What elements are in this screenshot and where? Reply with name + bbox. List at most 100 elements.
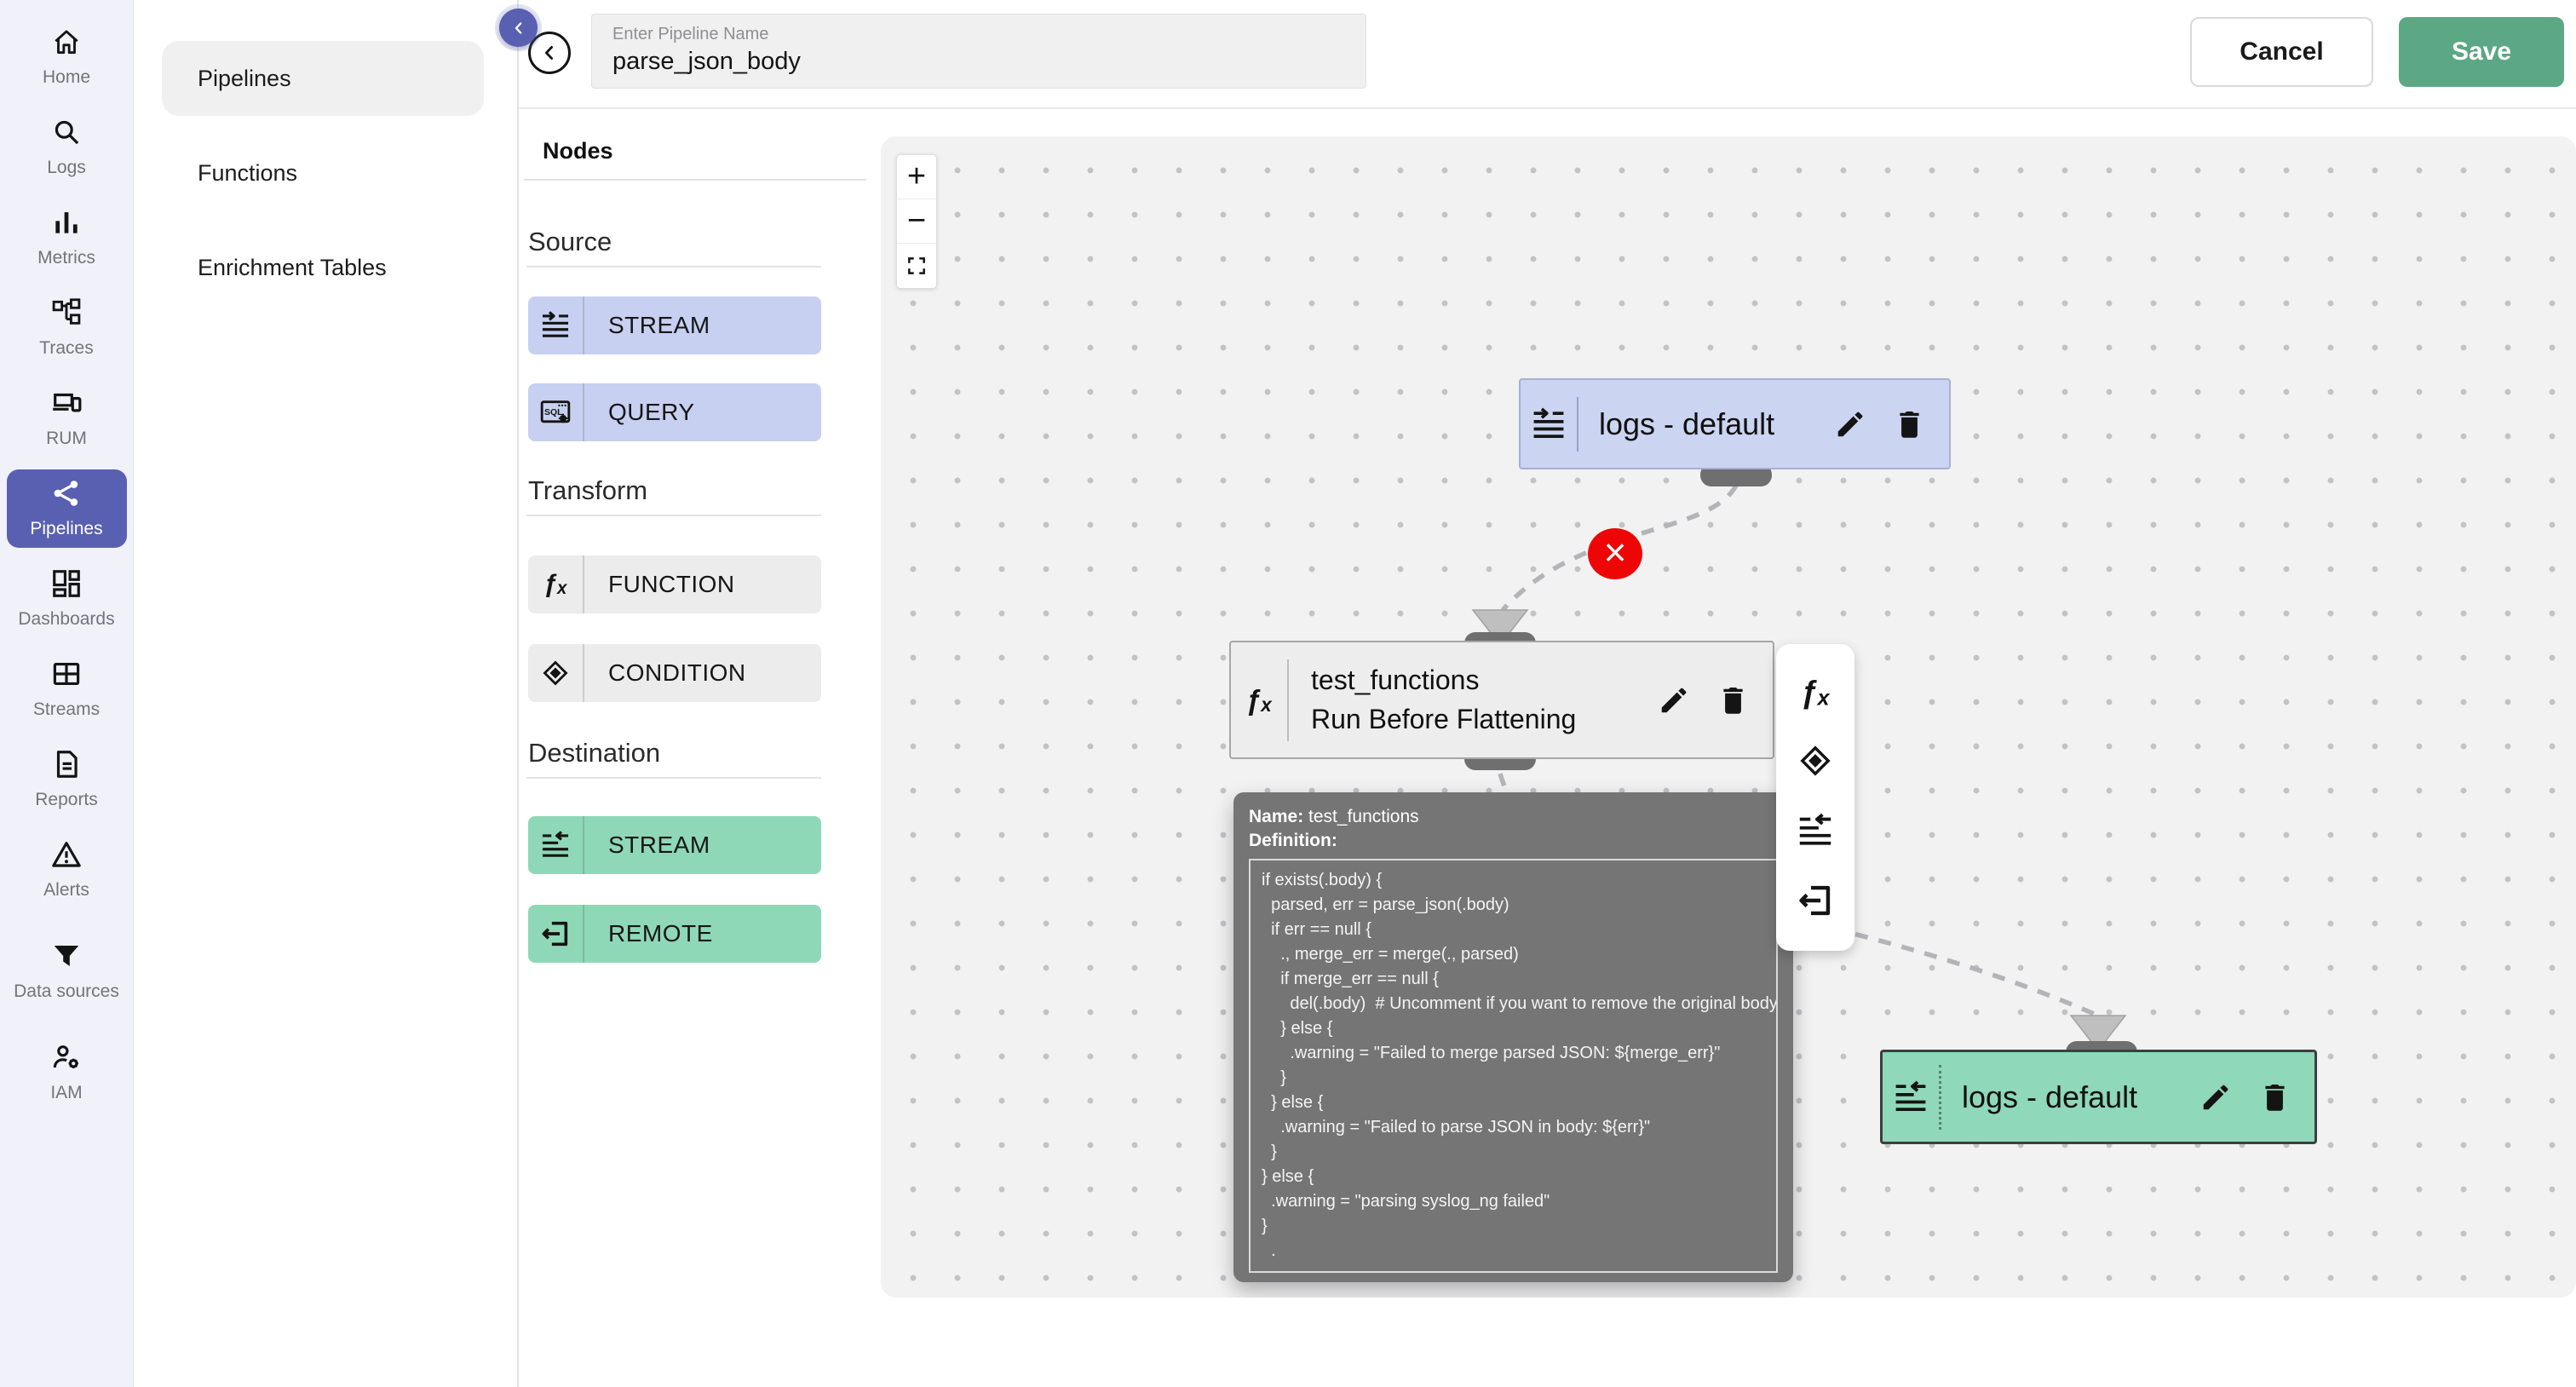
delete-trash-icon[interactable] xyxy=(1892,406,1927,441)
user-gear-icon xyxy=(50,1041,83,1073)
function-node[interactable]: ƒₓ test_functions Run Before Flattening xyxy=(1229,641,1774,759)
pipeline-canvas[interactable]: logs - default ƒₓ test_functions Run Bef… xyxy=(881,136,2576,1298)
warning-icon xyxy=(50,838,83,871)
zoom-in-button[interactable]: + xyxy=(897,155,936,199)
source-stream-node[interactable]: logs - default xyxy=(1519,378,1951,469)
fit-view-button[interactable] xyxy=(897,244,936,288)
add-condition-icon[interactable] xyxy=(1796,741,1835,780)
divider xyxy=(526,266,821,268)
chevron-left-icon xyxy=(539,43,560,63)
sidebar-item-label: Home xyxy=(42,66,91,87)
palette-stream-source-button[interactable]: STREAM xyxy=(528,296,821,354)
palette-function-button[interactable]: ƒₓ FUNCTION xyxy=(528,555,821,613)
palette-query-button[interactable]: QUERY xyxy=(528,383,821,441)
stream-in-icon xyxy=(539,829,572,861)
fit-view-icon xyxy=(906,255,928,277)
edge-arrowhead xyxy=(2069,1015,2127,1052)
zoom-out-button[interactable]: − xyxy=(897,199,936,244)
stream-out-icon xyxy=(539,309,572,342)
sidebar-item-home[interactable]: Home xyxy=(0,12,134,102)
sidebar-item-streams[interactable]: Streams xyxy=(0,644,134,734)
pipeline-name-input[interactable] xyxy=(612,48,1345,76)
sidebar-item-data-sources[interactable]: Data sources xyxy=(0,915,134,1027)
divider xyxy=(583,816,584,874)
stream-in-icon xyxy=(1892,1079,1929,1116)
canvas-zoom-controls: + − xyxy=(896,154,937,289)
dashboard-icon xyxy=(50,567,83,600)
destination-stream-node[interactable]: logs - default xyxy=(1880,1050,2317,1144)
stream-out-icon xyxy=(1530,406,1567,443)
cancel-button[interactable]: Cancel xyxy=(2190,17,2373,87)
divider xyxy=(526,777,821,779)
share-icon xyxy=(50,477,83,509)
bar-chart-icon xyxy=(50,206,83,239)
node-title: test_functions xyxy=(1311,665,1480,696)
delete-edge-button[interactable]: × xyxy=(1588,528,1642,579)
sidebar-item-label: RUM xyxy=(46,428,87,448)
sidebar-item-logs[interactable]: Logs xyxy=(0,102,134,193)
node-quick-add-toolbar: ƒₓ xyxy=(1776,644,1854,951)
edit-pencil-icon[interactable] xyxy=(2199,1081,2232,1114)
divider xyxy=(524,179,866,181)
pipelines-subnav: Pipelines Functions Enrichment Tables xyxy=(134,0,519,1387)
report-icon xyxy=(50,748,83,780)
home-icon xyxy=(50,26,83,58)
grid-icon xyxy=(50,658,83,690)
palette-remote-button[interactable]: REMOTE xyxy=(528,905,821,963)
add-function-icon[interactable]: ƒₓ xyxy=(1800,675,1831,710)
edit-pencil-icon[interactable] xyxy=(1658,684,1690,717)
divider xyxy=(526,515,821,516)
node-subtitle: Run Before Flattening xyxy=(1311,703,1577,734)
sidebar-item-label: Reports xyxy=(35,789,98,809)
sidebar-item-iam[interactable]: IAM xyxy=(0,1027,134,1118)
sidebar-item-label: Dashboards xyxy=(18,608,115,629)
sidebar-item-pipelines[interactable]: Pipelines xyxy=(6,469,127,548)
sql-icon xyxy=(539,396,572,429)
divider xyxy=(583,555,584,613)
node-title: logs - default xyxy=(1599,406,1775,441)
pipeline-name-field[interactable]: Enter Pipeline Name xyxy=(591,14,1366,89)
close-icon: × xyxy=(1603,529,1627,574)
sidebar-item-label: Data sources xyxy=(14,981,119,1001)
sidebar-item-metrics[interactable]: Metrics xyxy=(0,193,134,283)
function-code-block: if exists(.body) { parsed, err = parse_j… xyxy=(1249,859,1778,1273)
condition-icon xyxy=(539,657,572,689)
sidebar-item-label: Traces xyxy=(39,337,94,358)
function-icon: ƒₓ xyxy=(1245,683,1273,716)
collapse-panel-button[interactable] xyxy=(499,9,538,47)
pipeline-name-label: Enter Pipeline Name xyxy=(612,25,769,43)
sidebar-item-reports[interactable]: Reports xyxy=(0,734,134,825)
edit-pencil-icon[interactable] xyxy=(1834,408,1866,440)
divider xyxy=(1577,396,1578,452)
divider xyxy=(583,644,584,702)
sidebar-item-label: Streams xyxy=(32,699,101,719)
add-remote-destination-icon[interactable] xyxy=(1796,881,1835,920)
palette-condition-button[interactable]: CONDITION xyxy=(528,644,821,702)
delete-trash-icon[interactable] xyxy=(2257,1079,2292,1114)
save-button[interactable]: Save xyxy=(2399,17,2564,87)
function-definition-tooltip: Name: test_functions Definition: if exis… xyxy=(1233,792,1793,1282)
sidebar-item-dashboards[interactable]: Dashboards xyxy=(0,554,134,644)
subnav-item-pipelines[interactable]: Pipelines xyxy=(162,41,484,116)
back-button[interactable] xyxy=(528,32,571,74)
divider xyxy=(1939,1064,1941,1130)
filter-icon xyxy=(50,940,83,972)
tooltip-name-label: Name: xyxy=(1249,807,1304,826)
tooltip-name-value: test_functions xyxy=(1308,807,1419,826)
sidebar-item-traces[interactable]: Traces xyxy=(0,283,134,373)
function-icon: ƒₓ xyxy=(543,570,568,598)
subnav-item-enrichment-tables[interactable]: Enrichment Tables xyxy=(198,255,387,280)
sidebar-item-label: IAM xyxy=(50,1082,83,1102)
devices-icon xyxy=(50,387,83,419)
subnav-item-functions[interactable]: Functions xyxy=(198,160,298,186)
sidebar-item-rum[interactable]: RUM xyxy=(0,373,134,463)
divider xyxy=(583,905,584,963)
palette-stream-destination-button[interactable]: STREAM xyxy=(528,816,821,874)
sidebar-item-alerts[interactable]: Alerts xyxy=(0,825,134,915)
schema-icon xyxy=(50,296,83,329)
remote-icon xyxy=(539,918,572,950)
delete-trash-icon[interactable] xyxy=(1716,682,1751,717)
add-stream-destination-icon[interactable] xyxy=(1796,811,1835,850)
sidebar-item-label: Alerts xyxy=(43,879,89,900)
